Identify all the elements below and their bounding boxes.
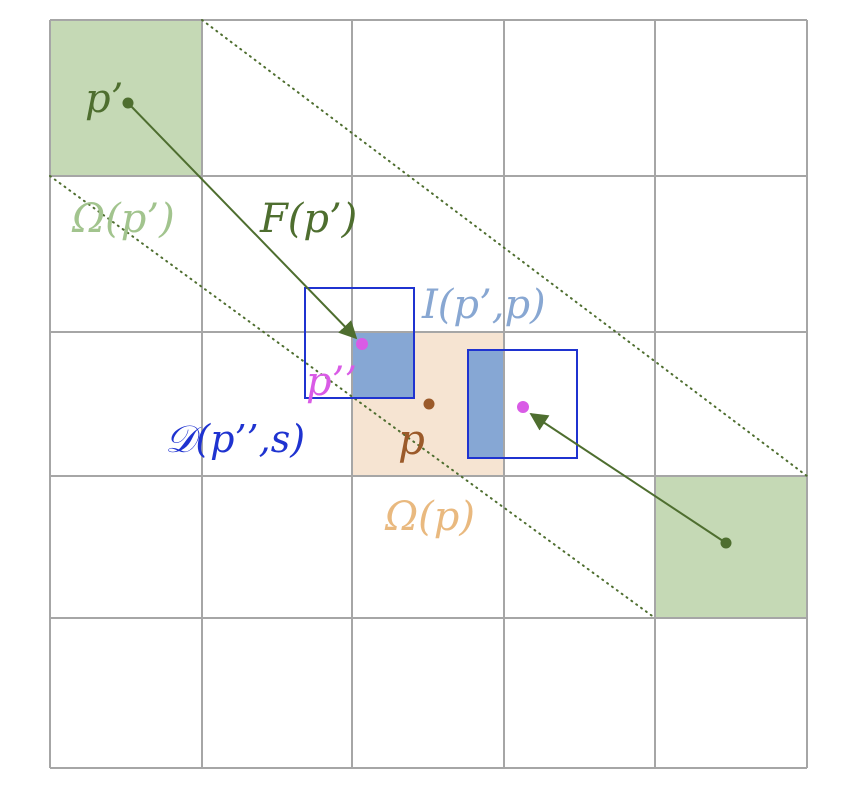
grid-lines xyxy=(49,19,808,769)
label-p-prime: p’ xyxy=(85,76,123,122)
label-d-p-double-prime-s: 𝒟(p’’,s) xyxy=(165,417,305,461)
point-p xyxy=(423,398,435,410)
label-p: p xyxy=(398,415,425,464)
dotted-guide-lower xyxy=(49,175,656,619)
dotted-guide-upper xyxy=(201,19,808,477)
arrow-bottom-right xyxy=(529,413,727,544)
window-box-d xyxy=(304,287,415,399)
label-p-double-prime: p’’ xyxy=(306,359,357,405)
source-cell-bottom-right xyxy=(655,476,807,618)
window-box-right xyxy=(467,349,578,459)
label-omega-p: Ω(p) xyxy=(384,494,475,540)
point-p-prime xyxy=(122,97,134,109)
point-bottom-right xyxy=(720,537,732,549)
label-i-p-prime-p: I(p’,p) xyxy=(421,282,546,328)
label-omega-p-prime: Ω(p’) xyxy=(71,196,175,242)
point-p-double-prime xyxy=(356,338,368,350)
point-warped-right xyxy=(517,401,529,413)
label-f-p-prime: F(p’) xyxy=(259,196,357,242)
arrow-f-p-prime xyxy=(127,102,358,340)
dotted-guides xyxy=(49,19,808,619)
overlap-region-right xyxy=(468,350,504,458)
